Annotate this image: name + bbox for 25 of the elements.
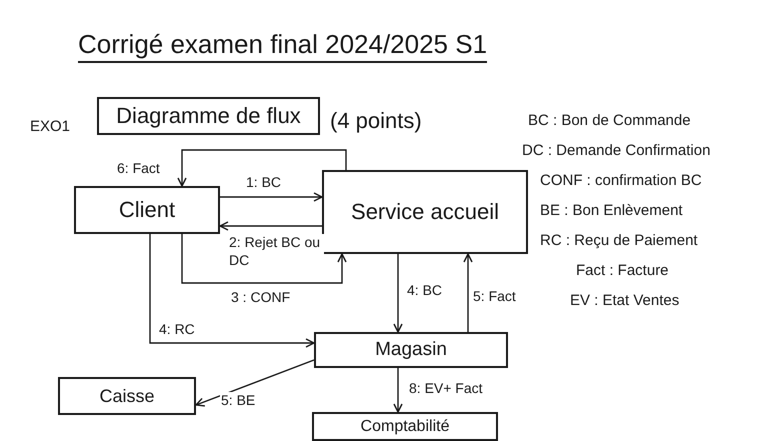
note-text: EV : Etat Ventes <box>570 291 680 311</box>
process-box: Comptabilité <box>312 412 498 441</box>
arrow <box>195 359 314 407</box>
note-text: BE : Bon Enlèvement <box>540 201 683 221</box>
arrow <box>149 234 315 348</box>
arrow <box>463 253 473 332</box>
arrow <box>219 221 322 231</box>
arrow <box>220 192 323 202</box>
note-text: RC : Reçu de Paiement <box>540 231 698 251</box>
arrow <box>177 149 347 187</box>
arrow <box>181 234 347 284</box>
process-box: Client <box>74 186 220 234</box>
arrow <box>393 254 403 333</box>
process-box: Caisse <box>58 377 196 415</box>
note-text: DC : Demande Confirmation <box>522 141 710 161</box>
process-box: Magasin <box>314 332 508 368</box>
note-text: Fact : Facture <box>576 261 669 281</box>
note-text: BC : Bon de Commande <box>528 111 691 131</box>
process-box: Service accueil <box>322 170 528 254</box>
process-box: Diagramme de flux <box>97 97 320 135</box>
note-text: CONF : confirmation BC <box>540 171 702 191</box>
note-text: EXO1 <box>30 117 70 137</box>
arrow <box>393 368 403 413</box>
note-text: (4 points) <box>330 107 422 135</box>
page-title: Corrigé examen final 2024/2025 S1 <box>78 28 488 62</box>
